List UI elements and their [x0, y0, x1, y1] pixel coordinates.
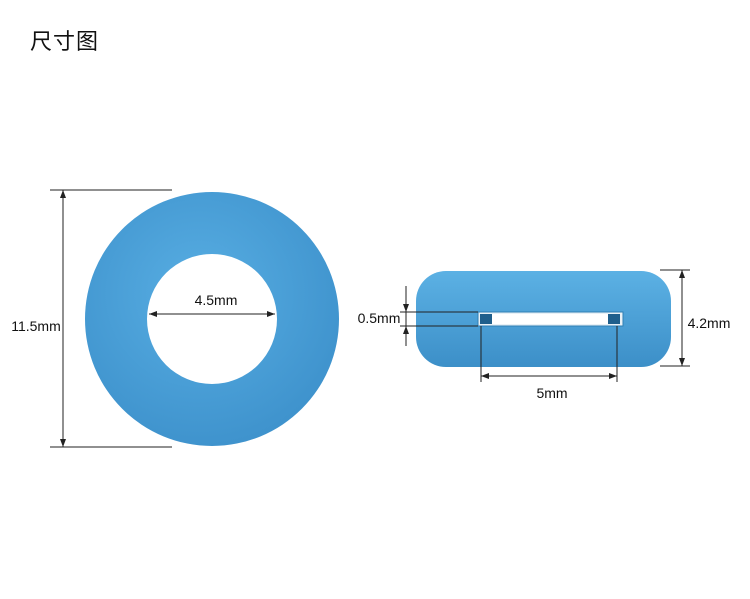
outer-diameter-label: 11.5mm — [11, 318, 61, 334]
groove-length-label: 5mm — [536, 385, 567, 401]
ring-shape — [85, 192, 339, 446]
groove-length-dimension — [480, 326, 618, 382]
groove-width-dimension — [400, 286, 478, 346]
thickness-dimension — [660, 269, 690, 367]
outer-diameter-dimension — [50, 189, 172, 448]
ring-side-view — [416, 271, 671, 367]
inner-diameter-dimension — [149, 311, 275, 317]
page-title: 尺寸图 — [30, 30, 100, 55]
ring-front-view — [85, 192, 339, 446]
thickness-label: 4.2mm — [688, 315, 731, 331]
groove-width-label: 0.5mm — [358, 310, 401, 326]
inner-diameter-label: 4.5mm — [195, 292, 238, 308]
